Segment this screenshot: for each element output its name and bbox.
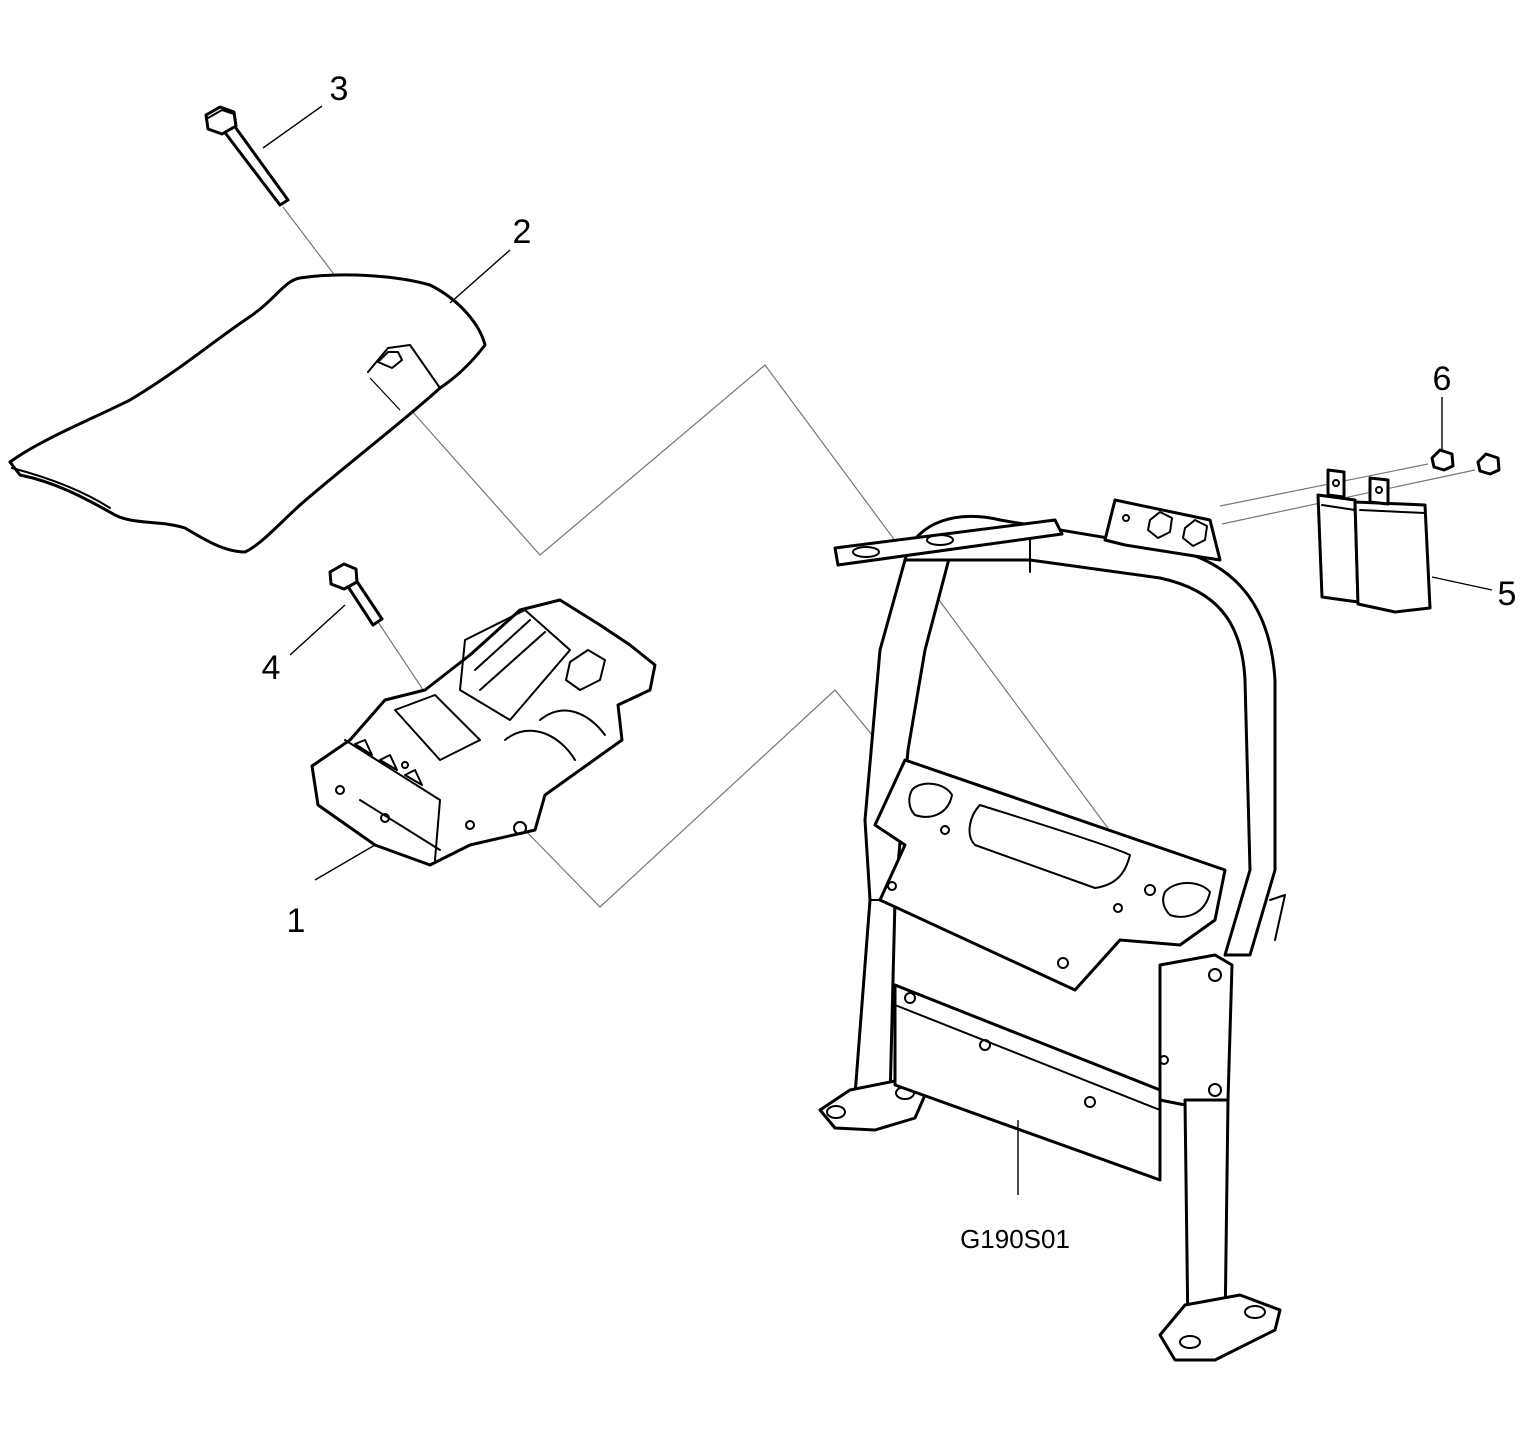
long-bolt-icon	[204, 105, 290, 207]
protective-cover-icon	[8, 273, 487, 554]
small-screw-icon	[1430, 448, 1501, 476]
callout-3: 3	[330, 70, 349, 108]
callout-6: 6	[1433, 360, 1452, 398]
callout-2: 2	[513, 213, 532, 251]
drawing-code: G190S01	[960, 1224, 1070, 1254]
leader-lines	[262, 105, 1493, 1195]
support-frame-icon	[818, 498, 1286, 1362]
relay-pair-icon	[1316, 468, 1432, 614]
short-bolt-icon	[328, 562, 384, 627]
callout-4: 4	[262, 649, 281, 687]
ecu-module-icon	[310, 598, 657, 867]
callout-5: 5	[1498, 575, 1517, 613]
callout-1: 1	[287, 902, 306, 940]
